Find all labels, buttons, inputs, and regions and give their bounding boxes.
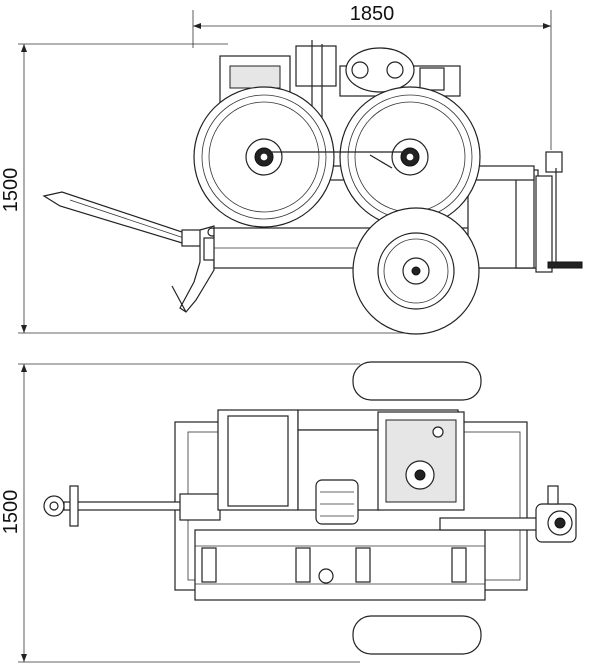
top-wheel-upper: [352, 361, 482, 401]
top-rear-arm: [439, 485, 577, 543]
side-height-dimension-label: 1500: [0, 168, 22, 213]
width-dimension: 1850: [192, 3, 552, 150]
top-view: [43, 361, 577, 655]
side-drum-left: [193, 86, 335, 228]
side-height-dimension: 1500: [0, 43, 420, 334]
top-drums: [194, 529, 486, 601]
top-gearbox: [377, 411, 465, 511]
top-motor: [315, 479, 359, 525]
top-wheel-lower: [352, 615, 482, 655]
side-wheel: [352, 207, 480, 335]
width-dimension-label: 1850: [350, 3, 395, 25]
side-rear-stand: [535, 151, 583, 273]
top-height-dimension: 1500: [0, 363, 360, 663]
side-towbar: [42, 191, 205, 247]
top-towbar: [43, 485, 221, 527]
side-drum-right: [339, 86, 481, 228]
side-view: [42, 40, 583, 335]
top-height-dimension-label: 1500: [0, 490, 22, 535]
